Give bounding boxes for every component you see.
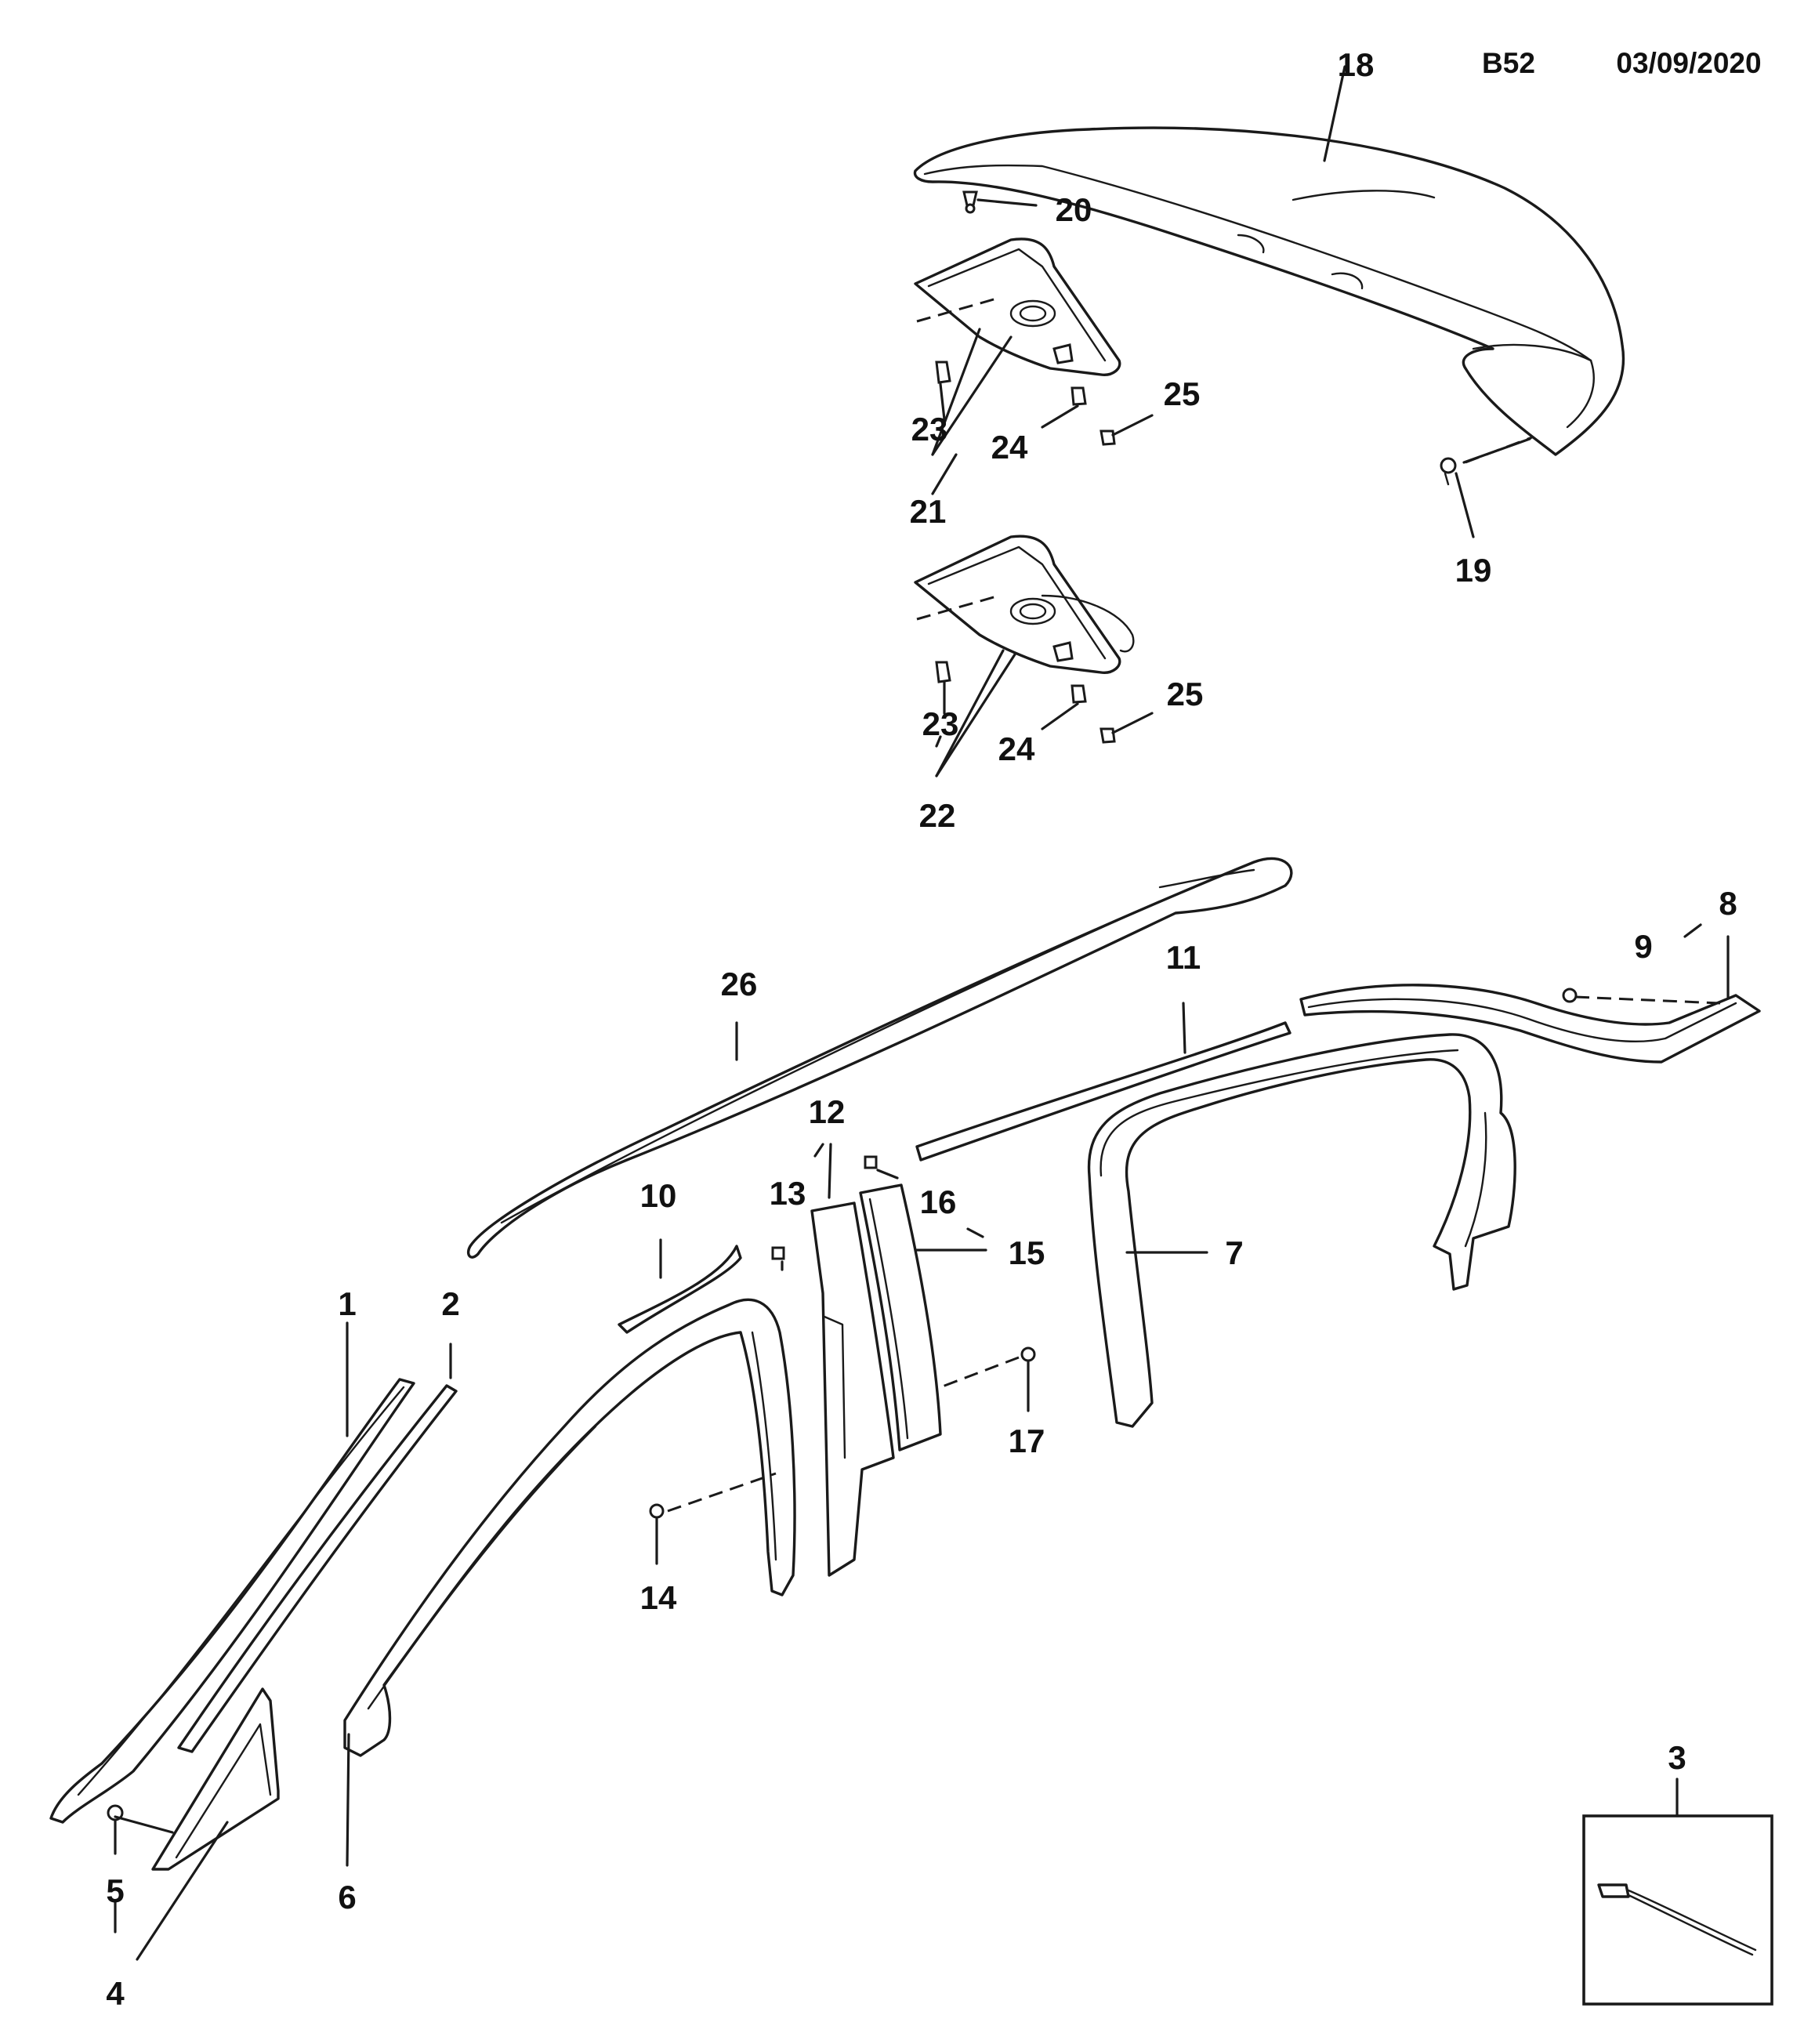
callout-20: 20 xyxy=(1056,191,1092,228)
callout-16: 16 xyxy=(920,1183,957,1220)
callout-13: 13 xyxy=(770,1175,806,1212)
callout-3: 3 xyxy=(1668,1739,1686,1776)
callout-11: 11 xyxy=(1166,939,1201,976)
part-19-screw xyxy=(1440,457,1457,486)
callout-14: 14 xyxy=(640,1579,677,1616)
part-16-clip xyxy=(864,1155,878,1169)
callout-18: 18 xyxy=(1338,46,1375,83)
callout-2: 2 xyxy=(441,1285,459,1322)
callout-24a: 24 xyxy=(991,429,1028,466)
callout-25b: 25 xyxy=(1167,676,1204,712)
callout-6: 6 xyxy=(338,1879,356,1915)
part-18-spoiler xyxy=(913,126,1625,456)
callout-15: 15 xyxy=(1009,1234,1045,1271)
part-8-rear-trim xyxy=(1299,984,1761,1064)
part-12-pillar xyxy=(810,1201,895,1577)
part-10-trim xyxy=(618,1245,742,1334)
part-20-clip xyxy=(962,190,978,214)
part-11-trim-strip xyxy=(915,1021,1292,1162)
callout-12: 12 xyxy=(809,1093,846,1130)
callout-25a: 25 xyxy=(1164,375,1201,412)
callout-26: 26 xyxy=(721,966,758,1002)
part-26-roof-rail xyxy=(466,857,1293,1259)
part-21-housing xyxy=(914,237,1121,446)
callout-23b: 23 xyxy=(922,705,959,742)
part-7-door-frame xyxy=(1087,1033,1516,1428)
part-15-pillar xyxy=(859,1183,942,1451)
callout-9: 9 xyxy=(1634,928,1652,965)
callout-4: 4 xyxy=(106,1975,125,2012)
part-2-pillar-trim xyxy=(177,1384,458,1753)
part-13-clip xyxy=(771,1246,785,1260)
callout-5: 5 xyxy=(106,1872,124,1909)
diagram-code: B52 xyxy=(1482,47,1535,79)
callout-24b: 24 xyxy=(998,730,1035,767)
part-4-corner-trim xyxy=(151,1687,280,1871)
callout-8: 8 xyxy=(1719,885,1737,922)
part-1-pillar-trim xyxy=(49,1378,415,1824)
part-6-door-frame xyxy=(343,1298,796,1757)
callout-10: 10 xyxy=(640,1177,677,1214)
part-14-screw xyxy=(649,1503,665,1519)
part-22-housing xyxy=(914,535,1135,744)
callout-23a: 23 xyxy=(911,411,948,448)
part-3-rivet-box xyxy=(1582,1814,1773,2006)
callout-21: 21 xyxy=(910,493,947,530)
callout-22: 22 xyxy=(919,797,956,834)
part-17-screw xyxy=(1020,1346,1036,1362)
callout-17: 17 xyxy=(1009,1422,1045,1459)
callout-1: 1 xyxy=(338,1285,356,1322)
callout-7: 7 xyxy=(1225,1234,1243,1271)
diagram-date: 03/09/2020 xyxy=(1616,47,1761,79)
callout-19: 19 xyxy=(1455,552,1492,589)
